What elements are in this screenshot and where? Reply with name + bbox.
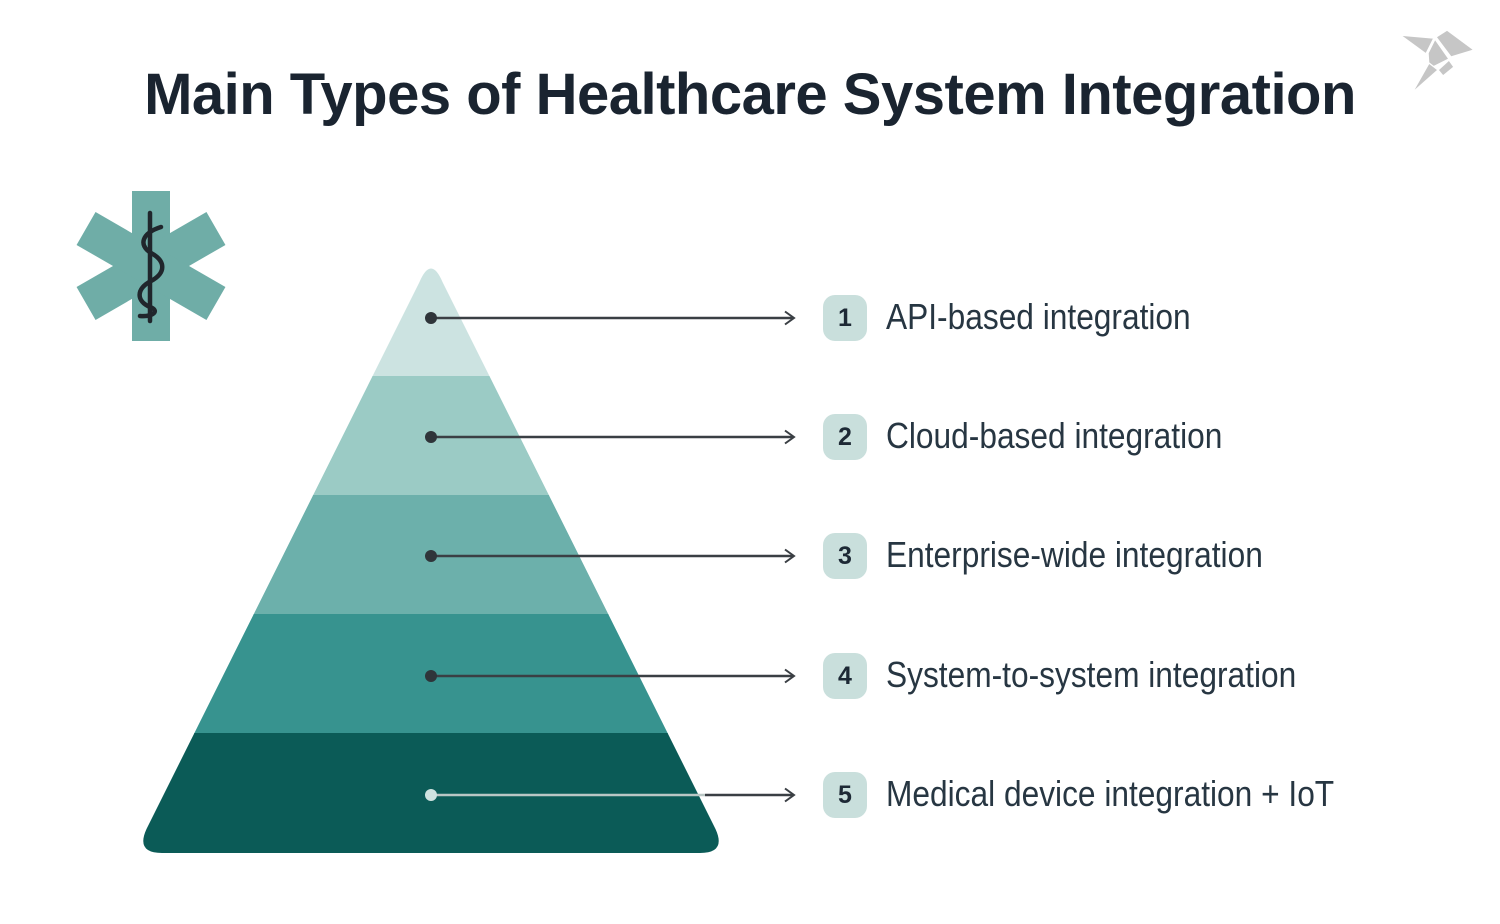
arrow-right-icon [784, 310, 796, 326]
level-number-badge: 3 [823, 533, 867, 579]
connector-line [425, 548, 796, 564]
arrow-right-icon [784, 548, 796, 564]
level-number-badge: 4 [823, 653, 867, 699]
connector-line [425, 429, 796, 445]
level-label: System-to-system integration [886, 654, 1297, 696]
origami-bird-icon [1399, 29, 1475, 94]
level-label: Cloud-based integration [886, 415, 1223, 457]
level-number-badge: 1 [823, 295, 867, 341]
arrow-right-icon [784, 668, 796, 684]
connector-line [425, 787, 796, 803]
connector-line [425, 668, 796, 684]
connector-dot [425, 789, 437, 801]
connector-dot [425, 550, 437, 562]
arrow-right-icon [784, 429, 796, 445]
connector-dot [425, 670, 437, 682]
rod-of-asclepius-icon [137, 210, 165, 324]
connector-dot [425, 312, 437, 324]
page-title: Main Types of Healthcare System Integrat… [144, 62, 1356, 127]
star-of-life-icon [76, 191, 226, 341]
level-label: API-based integration [886, 296, 1191, 338]
arrow-right-icon [784, 787, 796, 803]
connector-dot [425, 431, 437, 443]
connector-line [425, 310, 796, 326]
level-number-badge: 5 [823, 772, 867, 818]
level-label: Medical device integration + IoT [886, 773, 1335, 815]
level-label: Enterprise-wide integration [886, 534, 1263, 576]
level-number-badge: 2 [823, 414, 867, 460]
